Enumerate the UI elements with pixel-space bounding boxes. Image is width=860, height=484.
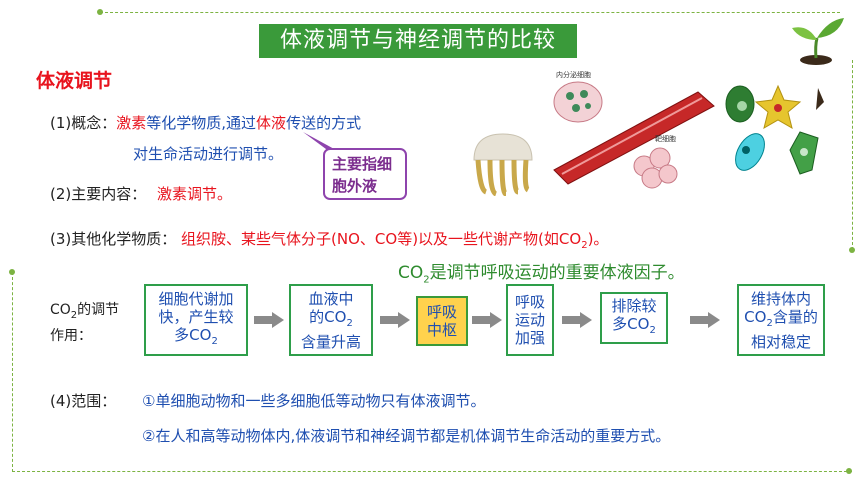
subscript: 2 xyxy=(346,317,353,329)
flow-step-metabolism: 细胞代谢加 快，产生较 多CO2 xyxy=(144,284,248,356)
other-chem-value: 组织胺、某些气体分子(NO、CO等)以及一些代谢产物(如CO2)。 xyxy=(181,230,609,251)
flow-text-part: 多CO xyxy=(612,314,650,333)
flow-text: 中枢 xyxy=(426,321,457,339)
co2-note: CO2是调节呼吸运动的重要体液因子。 xyxy=(398,258,685,285)
flow-step-expel-co2: 排除较 多CO2 xyxy=(600,292,668,344)
flow-text: 运动 xyxy=(514,311,545,329)
frame-dot xyxy=(9,269,15,275)
flow-text: 含量升高 xyxy=(300,332,361,351)
flow-text-part: 的CO xyxy=(309,307,347,326)
concept-hormone: 激素 xyxy=(116,114,147,132)
flow-text: CO2含量的 xyxy=(744,308,818,333)
co2-label-line-1: CO2的调节 xyxy=(50,300,119,326)
concept-text-2: 传送的方式 xyxy=(286,114,362,132)
subscript: 2 xyxy=(70,309,78,321)
flow-text-part: 含量的 xyxy=(772,307,818,326)
concept-line-2: 对生命活动进行调节。 xyxy=(133,145,284,163)
main-content-label: (2)主要内容： xyxy=(50,185,147,203)
scope-item-1: ①单细胞动物和一些多细胞低等动物只有体液调节。 xyxy=(142,392,486,410)
frame-left-line xyxy=(12,272,13,472)
co2-label-text: CO xyxy=(50,302,71,318)
co2-label-text-end: 的调节 xyxy=(77,302,120,318)
flow-arrow-icon xyxy=(690,312,720,328)
flow-step-blood-co2: 血液中 的CO2 含量升高 xyxy=(289,284,373,356)
other-chem-text-end: )。 xyxy=(587,230,609,248)
section-title: 体液调节 xyxy=(36,70,113,92)
concept-label: (1)概念： xyxy=(50,114,117,132)
scope-item-2: ②在人和高等动物体内,体液调节和神经调节都是机体调节生命活动的重要方式。 xyxy=(142,427,671,445)
other-chem-text: 组织胺、某些气体分子(NO、CO等)以及一些代谢产物(如CO xyxy=(181,230,582,248)
blood-vessel-diagram xyxy=(553,81,715,189)
subscript: 2 xyxy=(581,240,588,251)
callout-pointer xyxy=(303,132,336,152)
flow-arrow-icon xyxy=(254,312,284,328)
target-cell-label: 靶细胞 xyxy=(655,135,676,143)
jellyfish-image xyxy=(473,133,533,196)
subscript: 2 xyxy=(423,274,430,286)
secretory-cell-label: 内分泌细胞 xyxy=(556,71,591,79)
subscript: 2 xyxy=(766,317,773,329)
frame-right-line xyxy=(852,60,853,250)
co2-note-text-end: 是调节呼吸运动的重要体液因子。 xyxy=(429,263,685,283)
flow-text: 排除较 xyxy=(611,296,657,315)
flow-arrow-icon xyxy=(380,312,410,328)
flow-text: 加强 xyxy=(514,329,545,347)
protozoa-image xyxy=(725,84,824,175)
flow-step-respiratory-center: 呼吸 中枢 xyxy=(416,296,468,346)
other-chem-label: (3)其他化学物质： xyxy=(50,230,177,248)
scope-label: (4)范围： xyxy=(50,392,117,410)
frame-bottom-line xyxy=(12,471,852,472)
flow-text: 多CO2 xyxy=(158,326,233,351)
flow-step-breathing-strengthened: 呼吸 运动 加强 xyxy=(506,284,554,356)
flow-text-part: 多CO xyxy=(174,325,212,344)
main-content-line: (2)主要内容： 激素调节。 xyxy=(50,183,232,204)
frame-dot xyxy=(846,468,852,474)
callout-box: 主要指细 胞外液 xyxy=(323,148,407,200)
co2-note-text: CO xyxy=(398,263,424,283)
main-content-value: 激素调节。 xyxy=(157,185,233,203)
flow-step-stable-co2: 维持体内 CO2含量的 相对稳定 xyxy=(737,284,825,356)
flow-text: 细胞代谢加 xyxy=(158,289,234,308)
flow-text: 呼吸 xyxy=(514,293,545,311)
callout-line-2: 胞外液 xyxy=(332,177,378,195)
flow-text: 呼吸 xyxy=(426,303,457,321)
other-chem-line: (3)其他化学物质： 组织胺、某些气体分子(NO、CO等)以及一些代谢产物(如C… xyxy=(50,228,608,251)
frame-dot xyxy=(97,9,103,15)
page-title: 体液调节与神经调节的比较 xyxy=(259,24,577,58)
frame-dot xyxy=(849,247,855,253)
subscript: 2 xyxy=(211,335,218,347)
co2-label-line-2: 作用： xyxy=(50,327,92,344)
flow-text: 血液中 xyxy=(308,289,354,308)
flow-text: 多CO2 xyxy=(611,315,656,340)
flow-text: 相对稳定 xyxy=(750,332,811,351)
flow-arrow-icon xyxy=(472,312,502,328)
flow-text: 的CO2 xyxy=(301,308,361,333)
sprout-icon xyxy=(792,18,844,65)
co2-label: CO2的调节 作用： xyxy=(50,300,119,346)
concept-line: (1)概念：激素等化学物质,通过体液传送的方式 xyxy=(50,112,361,133)
subscript: 2 xyxy=(649,324,656,336)
flow-text: 快，产生较 xyxy=(158,307,234,326)
concept-text-1: 等化学物质,通过 xyxy=(146,114,257,132)
flow-text-part: CO xyxy=(744,307,767,326)
frame-top-line xyxy=(100,12,840,13)
flow-arrow-icon xyxy=(562,312,592,328)
concept-body-fluid: 体液 xyxy=(256,114,287,132)
callout-line-1: 主要指细 xyxy=(332,155,393,173)
flow-text: 维持体内 xyxy=(750,289,811,308)
